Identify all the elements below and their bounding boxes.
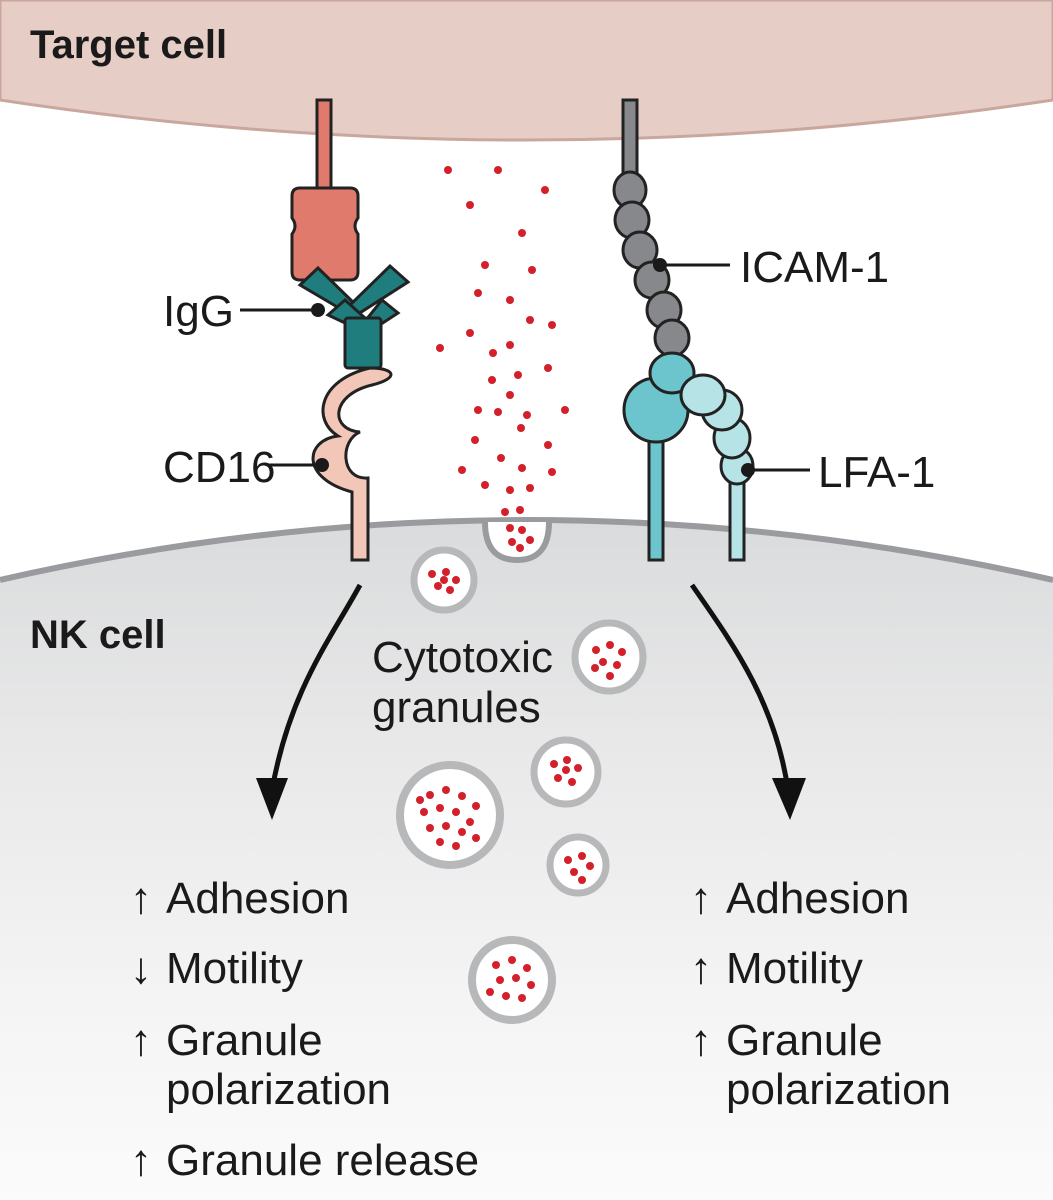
nk-cell-body [0, 520, 1053, 1200]
cd16-label: CD16 [163, 443, 276, 492]
igg-label: IgG [163, 287, 234, 336]
right-polarization-arrow: ↑ [690, 1016, 712, 1065]
right-polarization-line2: polarization [726, 1065, 951, 1114]
left-release-arrow: ↑ [130, 1136, 152, 1185]
target-cell-membrane [0, 0, 1053, 142]
left-signaling-arrow [269, 583, 363, 791]
degranulation-pit [482, 521, 552, 564]
granule [396, 761, 504, 869]
granules-label-line2: granules [372, 683, 541, 732]
granule [546, 833, 610, 897]
left-polarization-line2: polarization [166, 1065, 391, 1114]
released-granule-dots [436, 166, 569, 552]
left-adhesion-text: Adhesion [166, 874, 349, 923]
igg-antibody [297, 263, 411, 370]
nk-cell-membrane [0, 517, 1053, 583]
target-cell-label: Target cell [30, 23, 227, 67]
right-polarization-line1: Granule [726, 1016, 883, 1065]
granule [571, 619, 647, 695]
granule [468, 936, 556, 1024]
left-polarization-line1: Granule [166, 1016, 323, 1065]
left-motility-text: Motility [166, 944, 303, 993]
icam1-molecule [612, 98, 691, 358]
right-adhesion-text: Adhesion [726, 874, 909, 923]
cd16-receptor [311, 366, 393, 562]
left-motility-arrow: ↓ [130, 944, 152, 993]
label-leader-dots [311, 258, 755, 477]
right-arrowhead [772, 778, 806, 820]
right-motility-arrow: ↑ [690, 944, 712, 993]
label-leaders [240, 263, 810, 472]
granule [410, 546, 478, 614]
left-adhesion-arrow: ↑ [130, 874, 152, 923]
lfa1-label: LFA-1 [818, 448, 935, 497]
icam1-label: ICAM-1 [740, 243, 889, 292]
nk-cell-label: NK cell [30, 613, 166, 657]
antigen-receptor [290, 98, 360, 282]
left-arrowhead [256, 778, 288, 820]
right-motility-text: Motility [726, 944, 863, 993]
left-polarization-arrow: ↑ [130, 1016, 152, 1065]
granules-label-line1: Cytotoxic [372, 633, 553, 682]
granule [530, 736, 602, 808]
right-adhesion-arrow: ↑ [690, 874, 712, 923]
right-signaling-arrow [689, 583, 791, 791]
lfa1-molecule [622, 351, 755, 562]
left-release-text: Granule release [166, 1136, 479, 1185]
